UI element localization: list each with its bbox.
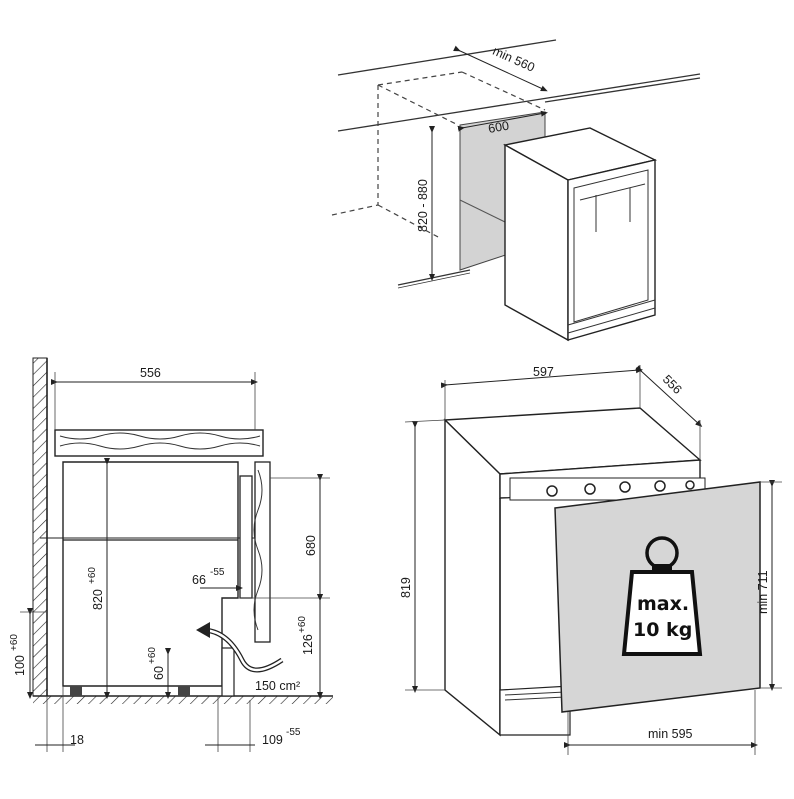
dim-109-sup: -55 — [286, 727, 301, 738]
isometric-install-view: min 560 600 820 - 880 — [331, 39, 701, 342]
foot-rear — [70, 686, 82, 696]
floor-hatched — [33, 696, 333, 704]
dim-556-front-label: 556 — [660, 372, 685, 397]
side-section-view: 556 820 +60 680 126 +60 66 -55 100 +60 6… — [9, 357, 333, 752]
dim-556-label: 556 — [140, 366, 161, 380]
dim-126-label: 126 — [301, 634, 315, 655]
dim-66-label: 66 — [192, 573, 206, 587]
fridge-appliance — [502, 127, 658, 342]
weight-max-label: max. — [637, 593, 689, 615]
fridge-interior — [567, 169, 656, 334]
dim-min-711-label: min 711 — [756, 570, 770, 614]
dim-109-label: 109 — [262, 733, 283, 747]
dim-820-880-label: 820 - 880 — [416, 179, 430, 232]
dim-597-label: 597 — [533, 365, 554, 379]
dim-min-595-label: min 595 — [648, 727, 693, 741]
front-isometric-view: max. 10 kg 597 556 819 min 711 min 595 — [399, 365, 782, 755]
dim-18-label: 18 — [70, 733, 84, 747]
dim-819-label: 819 — [399, 577, 413, 598]
plinth-grille — [221, 647, 235, 697]
dim-100-sup: +60 — [9, 634, 20, 651]
dim-600-label: 600 — [487, 119, 510, 136]
dim-66-sup: -55 — [210, 567, 225, 578]
dim-100-label: 100 — [13, 655, 27, 676]
weight-icon — [621, 536, 703, 656]
wall-hatched — [32, 357, 48, 697]
dim-min-560-label: min 560 — [491, 44, 537, 75]
dim-126-sup: +60 — [297, 616, 308, 633]
ventilation-area-label: 150 cm² — [255, 679, 300, 693]
dim-60-sup: +60 — [147, 647, 158, 664]
dim-60-label: 60 — [152, 666, 166, 680]
weight-value-label: 10 kg — [633, 619, 692, 641]
dim-820-sup: +60 — [87, 567, 98, 584]
door-panel-wood — [254, 461, 271, 643]
foot-front — [178, 686, 190, 696]
dim-820-label: 820 — [91, 589, 105, 610]
dim-680-label: 680 — [304, 535, 318, 556]
